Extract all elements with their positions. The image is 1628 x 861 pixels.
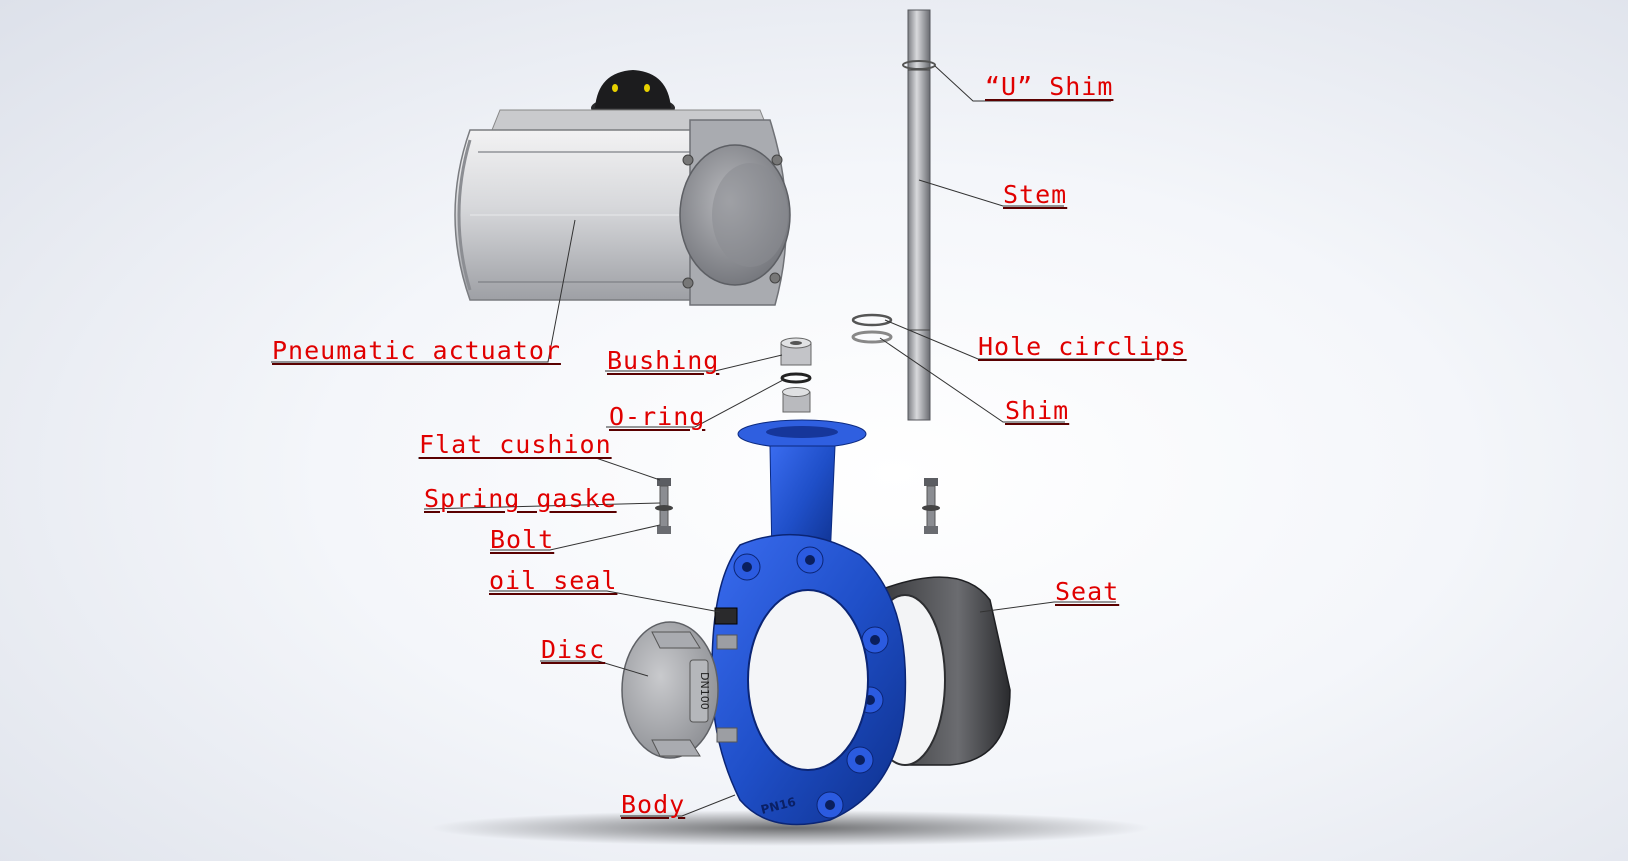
bolt-right-part [922, 478, 940, 534]
leader-o-ring [606, 379, 784, 428]
pneumatic-actuator-part [454, 70, 791, 306]
leader-hole-circlips [884, 319, 1174, 360]
label-seat: Seat [1055, 577, 1120, 606]
leader-u-shim [934, 65, 1111, 102]
leader-bushing [605, 354, 783, 372]
label-oil-seal: oil seal [489, 566, 618, 595]
leader-seat [979, 601, 1116, 613]
bushing-lower-part [782, 387, 811, 413]
leader-lines [271, 65, 1174, 817]
leader-disc [540, 660, 649, 677]
leader-flat-cushion [418, 457, 661, 481]
label-bushing: Bushing [607, 346, 720, 375]
label-o-ring: O-ring [609, 402, 706, 431]
label-pneumatic-actuator: Pneumatic actuator [272, 336, 561, 365]
label-disc: Disc [541, 635, 606, 664]
leader-oil-seal [489, 590, 721, 613]
body-part: PN16 [711, 419, 907, 826]
label-bolt: Bolt [490, 525, 555, 554]
label-spring-gaske: Spring gaske [424, 484, 617, 513]
label-u-shim: “U” Shim [985, 72, 1114, 101]
label-flat-cushion: Flat cushion [419, 430, 612, 459]
label-body: Body [621, 790, 686, 819]
leader-body [620, 794, 736, 817]
leader-spring-gaske [423, 502, 661, 510]
disc-marking: DN100 [698, 672, 711, 710]
leader-shim [879, 337, 1065, 423]
label-shim: Shim [1005, 396, 1070, 425]
leader-stem [918, 179, 1064, 207]
bushing-part [780, 337, 812, 366]
o-ring-part [780, 372, 812, 384]
leader-bolt [490, 524, 661, 551]
stem-part [902, 9, 936, 421]
shim-part [851, 330, 893, 344]
ground-shadow [430, 810, 1150, 846]
label-stem: Stem [1003, 180, 1068, 209]
disc-part: DN100 [621, 621, 719, 759]
bolt-left-part [655, 478, 673, 534]
label-hole-circlips: Hole circlips [978, 332, 1187, 361]
hole-circlips-part [851, 313, 893, 327]
leader-pneumatic-actuator [271, 219, 576, 363]
